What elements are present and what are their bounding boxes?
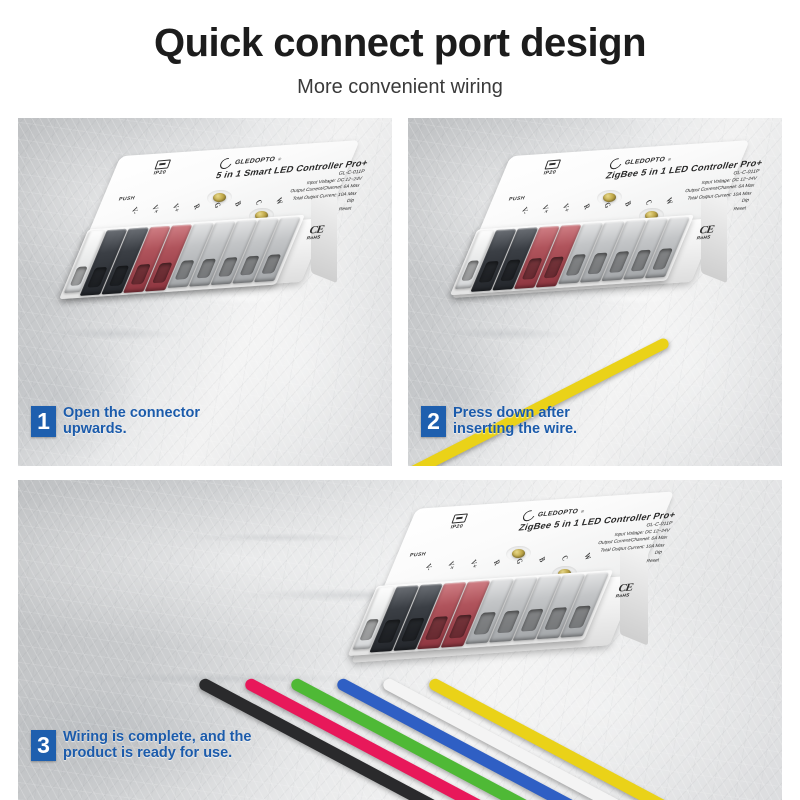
step-caption-text: Press down after inserting the wire.	[453, 405, 578, 438]
registered-mark: ®	[667, 156, 672, 162]
step-panel-3: GLEDOPTO ® ZigBee 5 in 1 LED Controller …	[18, 480, 782, 800]
step-caption-2: 2 Press down after inserting the wire.	[421, 405, 577, 437]
led-controller-device: GLEDOPTO ® ZigBee 5 in 1 LED Controller …	[449, 138, 764, 338]
step-panel-2: GLEDOPTO ® ZigBee 5 in 1 LED Controller …	[408, 118, 782, 466]
header-banner: Quick connect port design More convenien…	[0, 0, 800, 118]
registered-mark: ®	[277, 156, 283, 162]
brand-name: GLEDOPTO	[233, 155, 277, 167]
led-controller-device: GLEDOPTO ® ZigBee 5 in 1 LED Controller …	[347, 488, 681, 708]
steps-gallery: GLEDOPTO ® 5 in 1 Smart LED Controller P…	[0, 118, 800, 800]
step-number-badge: 1	[31, 405, 56, 437]
product-label: GLEDOPTO ® 5 in 1 Smart LED Controller P…	[199, 146, 374, 225]
brand-name: GLEDOPTO	[536, 508, 580, 519]
product-label: GLEDOPTO ® ZigBee 5 in 1 LED Controller …	[588, 146, 768, 226]
led-controller-device: GLEDOPTO ® 5 in 1 Smart LED Controller P…	[59, 138, 369, 338]
step-caption-text: Wiring is complete, and the product is r…	[63, 729, 252, 762]
registered-mark: ®	[580, 508, 585, 514]
step-panel-1: GLEDOPTO ® 5 in 1 Smart LED Controller P…	[18, 118, 392, 466]
product-label: GLEDOPTO ® ZigBee 5 in 1 LED Controller …	[501, 498, 681, 578]
step-number-badge: 3	[31, 729, 56, 761]
page-subtitle: More convenient wiring	[297, 76, 503, 98]
step-caption-3: 3 Wiring is complete, and the product is…	[31, 729, 251, 761]
step-caption-1: 1 Open the connector upwards.	[31, 405, 200, 437]
step-caption-text: Open the connector upwards.	[63, 405, 200, 438]
brand-name: GLEDOPTO	[623, 156, 667, 167]
page-title: Quick connect port design	[153, 21, 647, 65]
step-number-badge: 2	[421, 405, 446, 437]
